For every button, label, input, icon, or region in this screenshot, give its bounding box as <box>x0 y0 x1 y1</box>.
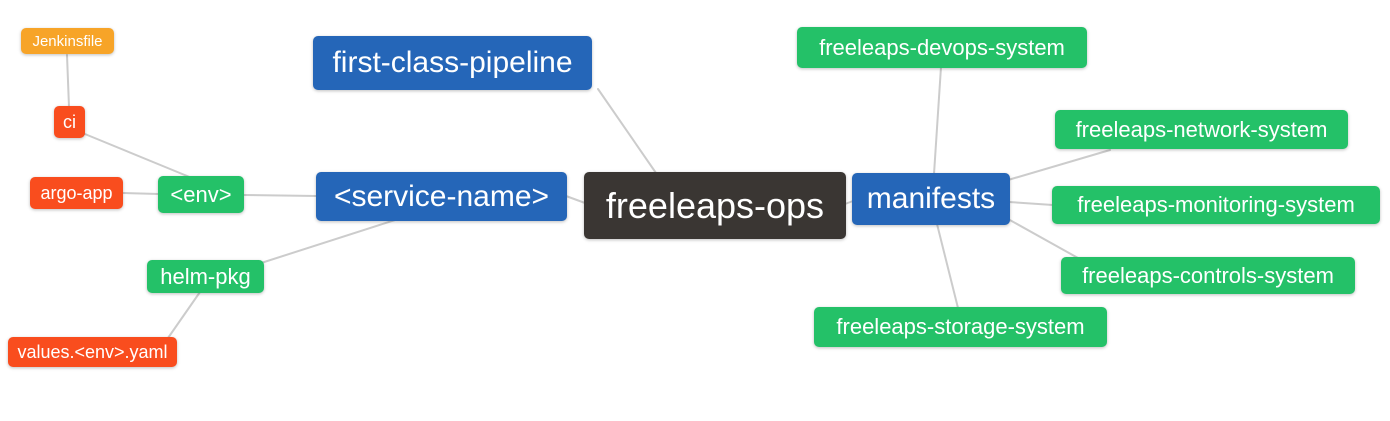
edge-jenkinsfile-ci <box>66 54 70 108</box>
node-freeleaps-network-system[interactable]: freeleaps-network-system <box>1055 110 1348 149</box>
node-service-name[interactable]: <service-name> <box>316 172 567 221</box>
edge-argo-app-env <box>121 192 160 195</box>
edge-manifests-freeleaps-devops-system <box>933 66 942 175</box>
node-values-env-yaml[interactable]: values.<env>.yaml <box>8 337 177 367</box>
node-argo-app[interactable]: argo-app <box>30 177 123 209</box>
node-freeleaps-monitoring-system[interactable]: freeleaps-monitoring-system <box>1052 186 1380 224</box>
node-freeleaps-controls-system[interactable]: freeleaps-controls-system <box>1061 257 1355 294</box>
edge-manifests-freeleaps-storage-system <box>936 223 959 309</box>
edge-manifests-freeleaps-monitoring-system <box>1008 201 1054 206</box>
edge-service-name-freeleaps-ops <box>565 195 586 204</box>
edge-env-service-name <box>242 194 318 197</box>
edge-ci-env <box>79 131 193 179</box>
node-helm-pkg[interactable]: helm-pkg <box>147 260 264 293</box>
node-jenkinsfile[interactable]: Jenkinsfile <box>21 28 114 54</box>
node-first-class-pipeline[interactable]: first-class-pipeline <box>313 36 592 90</box>
node-ci[interactable]: ci <box>54 106 85 138</box>
node-freeleaps-storage-system[interactable]: freeleaps-storage-system <box>814 307 1107 347</box>
edge-first-class-pipeline-freeleaps-ops <box>597 88 657 174</box>
node-freeleaps-devops-system[interactable]: freeleaps-devops-system <box>797 27 1087 68</box>
edge-helm-pkg-values-env-yaml <box>167 291 201 339</box>
node-env[interactable]: <env> <box>158 176 244 213</box>
edge-freeleaps-ops-manifests <box>844 200 854 205</box>
node-manifests[interactable]: manifests <box>852 173 1010 225</box>
edge-service-name-helm-pkg <box>257 219 396 265</box>
edge-manifests-freeleaps-network-system <box>1007 149 1111 181</box>
edge-manifests-freeleaps-controls-system <box>1007 218 1079 259</box>
node-freeleaps-ops[interactable]: freeleaps-ops <box>584 172 846 239</box>
